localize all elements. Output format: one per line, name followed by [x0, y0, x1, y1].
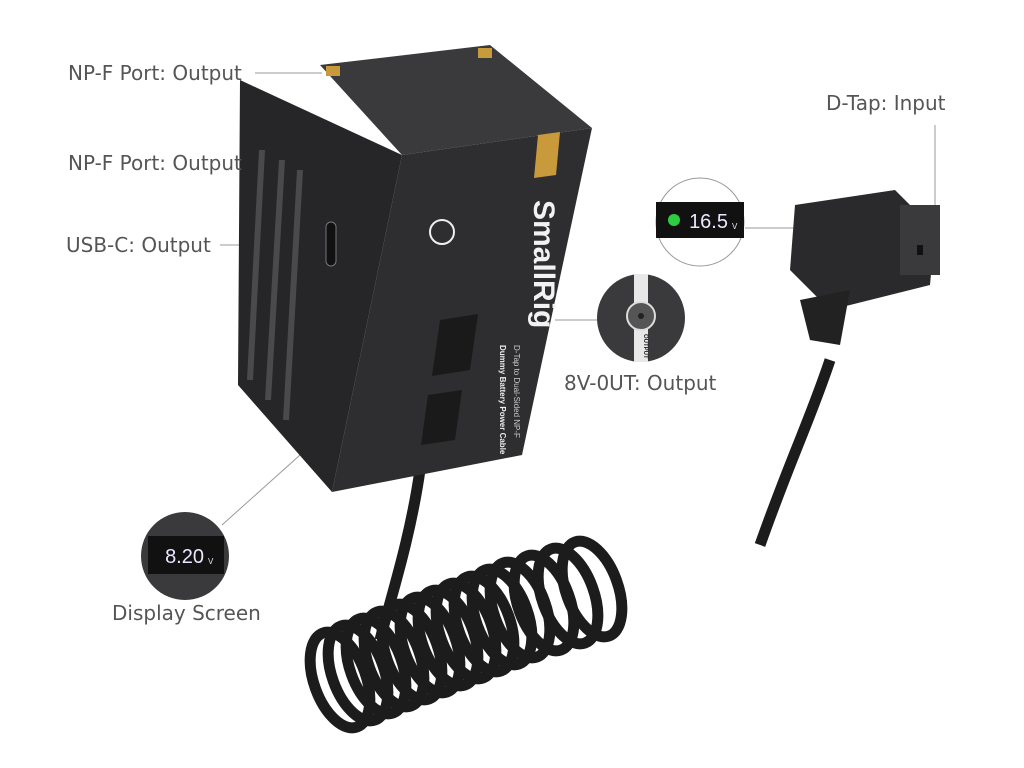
product-name-line2: Dummy Battery Power Cable: [498, 345, 507, 455]
battery-voltage-readout: 8.20: [165, 546, 204, 568]
cable-coil-loop: [358, 605, 430, 713]
product-name-line1: D-Tap to Dual-Sided NP-F: [512, 345, 521, 438]
status-led-icon: [668, 214, 680, 226]
dtap-voltage-unit: V: [732, 222, 738, 231]
gold-contact: [326, 66, 340, 76]
cable-coil-loop: [466, 563, 538, 671]
label-dtap-input: D-Tap: Input: [826, 91, 946, 115]
label-npf-port-output-2: NP-F Port: Output: [68, 151, 242, 175]
label-usb-c-output: USB-C: Output: [66, 233, 211, 257]
cable-coil-loop: [394, 591, 466, 699]
brand-text: SmallRig: [527, 200, 560, 328]
cable-coil-loop: [322, 619, 394, 727]
cable-coil-loop: [376, 598, 448, 706]
display-screen-callout: 8.20 V: [141, 512, 229, 600]
output-port-callout: OUTPUT: [597, 274, 685, 362]
label-8v-output: 8V-0UT: Output: [564, 371, 717, 395]
cable-coil-loop: [430, 577, 502, 685]
coiled-cable: [304, 358, 836, 734]
dtap-display-callout: 16.5 V: [655, 177, 745, 267]
cable-coil-loop: [412, 584, 484, 692]
label-display-screen: Display Screen: [112, 601, 261, 625]
dummy-battery: SmallRig D-Tap to Dual-Sided NP-F Dummy …: [238, 45, 592, 492]
cable-coil-loop: [340, 612, 412, 720]
d-tap-connector: [790, 190, 940, 345]
label-npf-port-output-1: NP-F Port: Output: [68, 61, 242, 85]
brand-logo-icon: [429, 219, 455, 245]
cable-coil-loop: [448, 570, 520, 678]
cable-coil-loop: [556, 535, 628, 643]
battery-voltage-unit: V: [208, 557, 214, 566]
output-marking: OUTPUT: [642, 334, 648, 359]
cable-coil-loop: [532, 542, 604, 650]
usb-c-port: [325, 221, 337, 267]
dtap-voltage-readout: 16.5: [689, 211, 728, 233]
cable-coil-loop: [304, 626, 376, 734]
dc-port-icon: [638, 313, 644, 319]
